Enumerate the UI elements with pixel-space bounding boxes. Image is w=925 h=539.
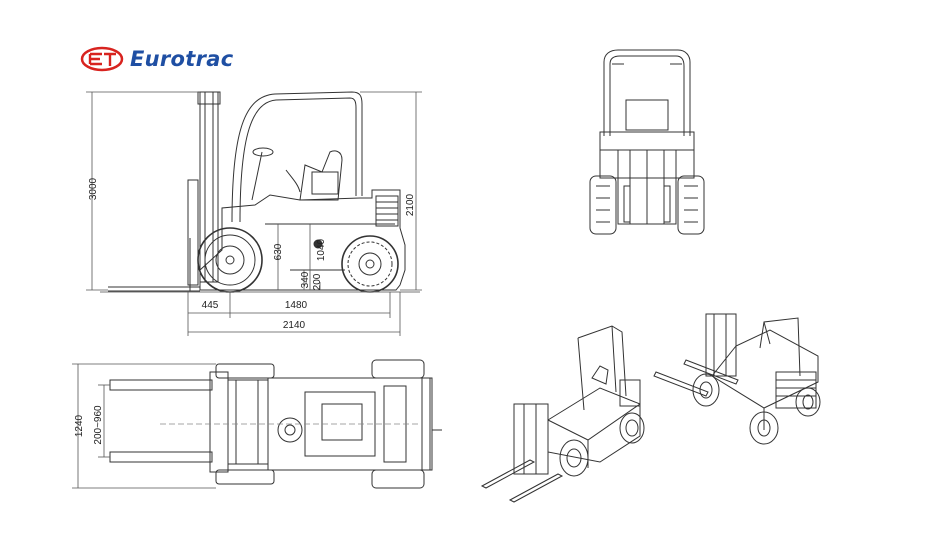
side-view-labels: 3000 2100 630 1040 340 200 445 1480 2140	[88, 177, 416, 331]
side-view-dimensions	[86, 91, 422, 336]
top-view	[109, 359, 442, 489]
dim-guard-height: 2100	[405, 193, 416, 216]
isometric-view-front	[480, 325, 645, 503]
dim-340: 340	[300, 271, 311, 288]
dim-overall-length: 2140	[283, 320, 306, 331]
side-view	[100, 91, 420, 293]
dim-1040: 1040	[316, 238, 327, 261]
brand-name: Eurotrac	[130, 47, 234, 71]
dim-overall-height: 3000	[88, 177, 99, 200]
front-view	[589, 49, 705, 235]
eurotrac-logo-icon	[80, 46, 124, 72]
dim-fork-spread: 200~960	[93, 405, 104, 445]
brand-logo: Eurotrac	[80, 44, 234, 74]
dim-630: 630	[273, 243, 284, 260]
dim-200: 200	[312, 273, 323, 290]
top-view-dimensions	[72, 363, 420, 489]
top-view-labels: 1240 200~960	[74, 405, 104, 445]
isometric-view-rear	[653, 313, 821, 445]
dim-overall-width: 1240	[74, 414, 85, 437]
dim-wheelbase: 1480	[285, 300, 308, 311]
dim-front-overhang: 445	[202, 300, 219, 311]
